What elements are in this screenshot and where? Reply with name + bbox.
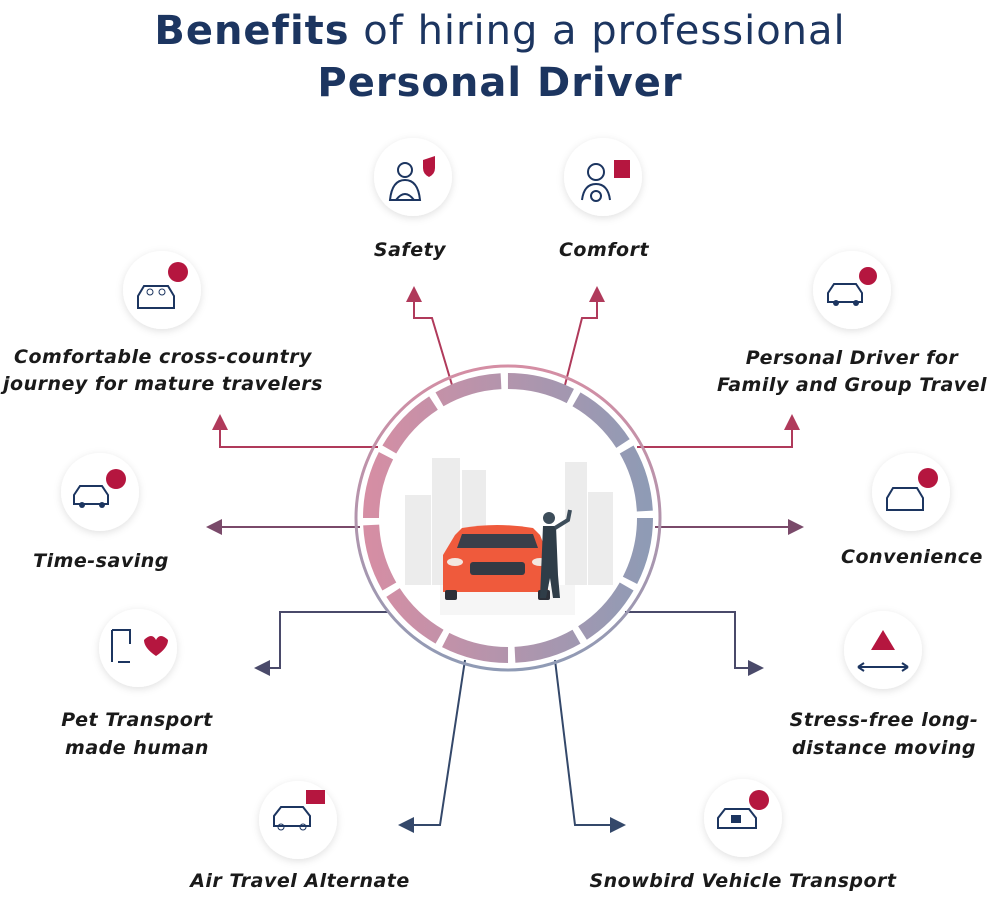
label-family-1: Personal Driver for	[746, 347, 960, 369]
icon-time	[61, 453, 139, 531]
label-convenience: Convenience	[841, 546, 983, 568]
label-cross-country-1: Comfortable cross-country	[14, 346, 313, 368]
connector-air	[398, 659, 466, 833]
label-air: Air Travel Alternate	[188, 870, 410, 892]
icon-convenience	[872, 453, 950, 531]
title-bold: Benefits	[154, 8, 350, 54]
label-cross-country-2: journey for mature travelers	[0, 373, 323, 395]
connector-stress	[625, 611, 764, 676]
label-comfort: Comfort	[559, 239, 649, 261]
center-ring	[354, 364, 662, 672]
connector-comfort	[564, 286, 605, 386]
icon-cross-country	[123, 251, 201, 329]
label-time: Time-saving	[33, 550, 169, 572]
icon-family	[813, 251, 891, 329]
connector-pet	[254, 611, 388, 676]
icon-safety	[374, 138, 452, 216]
label-snowbird: Snowbird Vehicle Transport	[589, 870, 896, 892]
connector-safety	[406, 286, 453, 386]
icon-snowbird	[704, 779, 782, 857]
car-driver-illustration	[405, 458, 613, 615]
page-title-line2: Personal Driver	[317, 60, 683, 106]
connectors	[206, 286, 804, 833]
label-stress-1: Stress-free long-	[790, 709, 979, 731]
icon-air	[259, 781, 337, 859]
page-title-line1: Benefits of hiring a professional	[0, 8, 1000, 54]
icon-stress	[844, 611, 922, 689]
label-family-2: Family and Group Travel	[717, 374, 987, 396]
connector-snowbird	[554, 659, 626, 833]
connector-family	[637, 414, 800, 448]
icon-pet	[99, 609, 177, 687]
label-stress-2: distance moving	[792, 737, 976, 759]
label-pet-1: Pet Transport	[61, 709, 213, 731]
connector-cross-country	[212, 414, 378, 448]
label-safety: Safety	[374, 239, 447, 261]
title-rest: of hiring a professional	[349, 8, 846, 54]
label-pet-2: made human	[65, 737, 209, 759]
icon-comfort	[564, 138, 642, 216]
labels: Safety Comfort Personal Driver for Famil…	[0, 239, 987, 892]
